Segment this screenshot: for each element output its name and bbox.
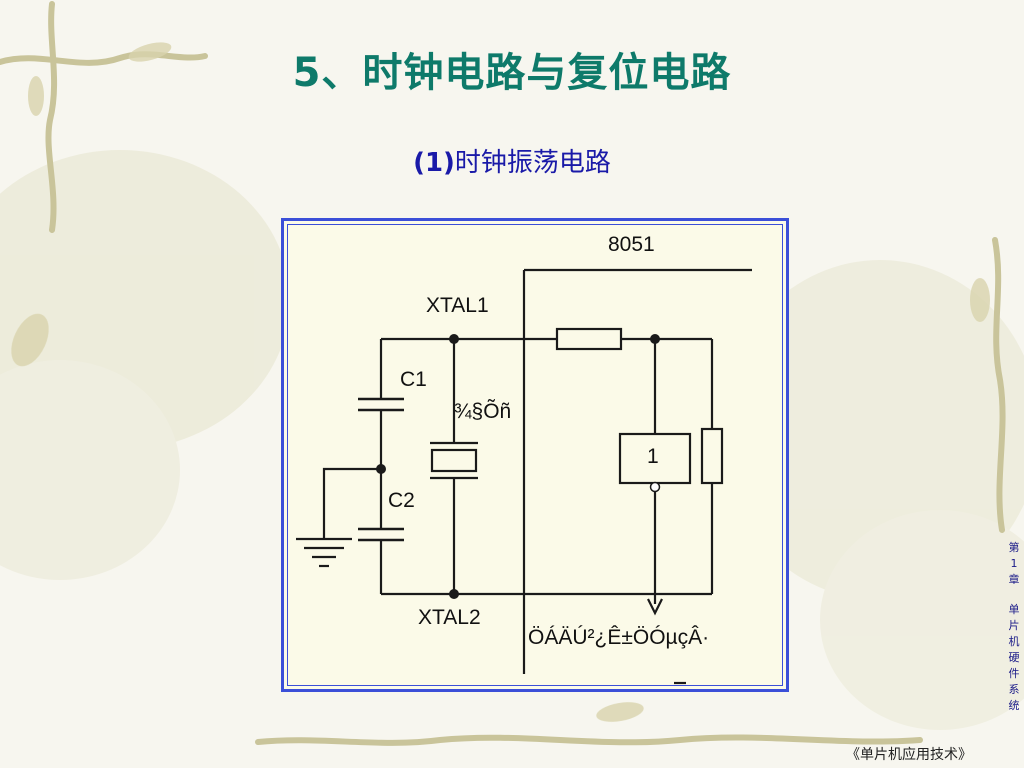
junction-dot <box>449 334 459 344</box>
junction-dot <box>449 589 459 599</box>
inverter-bubble <box>649 481 661 493</box>
chapter-line-1: 第 <box>1008 541 1020 554</box>
footer-book-title: 《单片机应用技术》 <box>846 747 972 763</box>
slide-subtitle: (1)时钟振荡电路 <box>0 142 1024 179</box>
chapter-line-2: 1 <box>1010 557 1018 570</box>
slide-title: 5、时钟电路与复位电路 <box>292 50 732 96</box>
crystal-label: ¾§Õñ <box>454 400 512 423</box>
output-label: ÖÁÄÚ²¿Ê±ÖÓµçÂ· <box>528 626 710 649</box>
c2-label: C2 <box>388 489 415 512</box>
subtitle-text: 时钟振荡电路 <box>454 148 611 178</box>
inverter-label: 1 <box>647 445 659 468</box>
subtitle-number: (1) <box>413 148 455 178</box>
junction-dot <box>650 334 660 344</box>
figure-inner-border <box>287 224 783 686</box>
xtal1-label: XTAL1 <box>426 294 489 317</box>
inverter-gate <box>618 432 692 485</box>
junction-dot <box>376 464 386 474</box>
chapter-sidebar: 第 1 章 单片机硬件系统 <box>1004 540 1024 714</box>
circuit-figure: 8051 XTAL1 C1 ¾§Õñ 1 C2 XTAL2 ÖÁÄÚ²¿Ê±ÖÓ… <box>281 218 789 692</box>
chapter-line-3: 章 <box>1008 573 1020 586</box>
series-resistor <box>555 327 623 351</box>
output-arrow-icon <box>647 598 663 616</box>
ground-wire <box>322 467 381 539</box>
clock-oscillator-circuit <box>296 268 752 685</box>
chip-label: 8051 <box>608 233 655 256</box>
xtal2-label: XTAL2 <box>418 606 481 629</box>
chapter-title: 单片机硬件系统 <box>1008 603 1020 712</box>
feedback-resistor <box>700 427 724 485</box>
ground-icon <box>296 537 352 568</box>
c1-label: C1 <box>400 368 427 391</box>
crystal-symbol <box>430 441 478 480</box>
